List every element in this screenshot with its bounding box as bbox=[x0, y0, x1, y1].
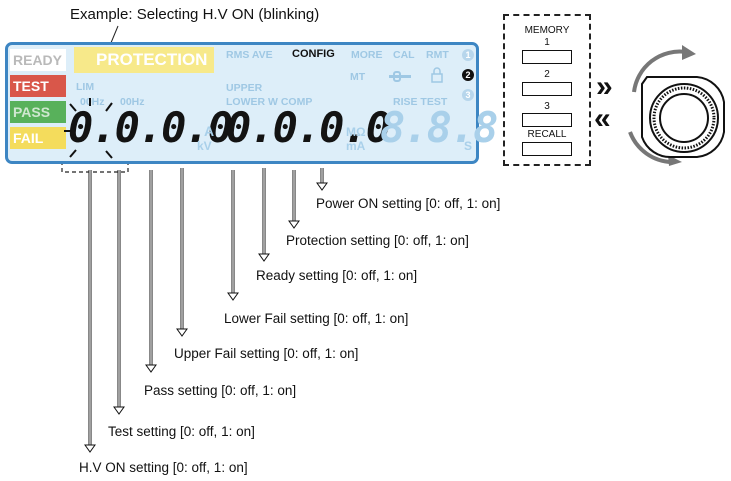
memory-2-button[interactable] bbox=[522, 82, 572, 96]
mid-digits: 0.0.0.0 bbox=[226, 103, 391, 152]
cal-label: CAL bbox=[393, 49, 415, 61]
fail-lamp: FAIL bbox=[10, 127, 66, 149]
hz-left-label: 00Hz bbox=[80, 96, 105, 108]
rotary-knob-icon[interactable] bbox=[612, 42, 728, 166]
mt-label: MT bbox=[350, 71, 366, 83]
memory-title: MEMORY bbox=[524, 25, 570, 36]
protection-setting-label: Protection setting [0: off, 1: on] bbox=[286, 233, 469, 248]
left-digits: 0.0.0.0 bbox=[68, 103, 233, 152]
unit-kv: kV bbox=[197, 139, 212, 153]
hz-right-label: 00Hz bbox=[120, 96, 145, 108]
lock-icon bbox=[431, 67, 443, 83]
lower-fail-setting-label: Lower Fail setting [0: off, 1: on] bbox=[224, 311, 409, 326]
key-icon bbox=[389, 71, 411, 82]
ready-lamp: READY bbox=[10, 49, 66, 71]
protection-indicator: PROTECTION bbox=[74, 47, 214, 73]
front-panel-display: READY TEST PASS FAIL PROTECTION RMS AVE … bbox=[5, 42, 498, 164]
unit-s: S bbox=[464, 139, 473, 153]
memory-panel: MEMORY 1 2 3 RECALL bbox=[503, 14, 591, 166]
power-on-setting-label: Power ON setting [0: off, 1: on] bbox=[316, 196, 501, 211]
ready-setting-label: Ready setting [0: off, 1: on] bbox=[256, 268, 418, 283]
lower-wcomp-label: LOWER W COMP bbox=[226, 96, 313, 108]
rmt-label: RMT bbox=[426, 49, 449, 61]
config-label: CONFIG bbox=[292, 48, 335, 60]
upper-label: UPPER bbox=[226, 82, 263, 94]
test-lamp: TEST bbox=[10, 75, 66, 97]
test-setting-label: Test setting [0: off, 1: on] bbox=[108, 424, 255, 439]
badge-1-icon: 1 bbox=[462, 49, 474, 61]
more-label: MORE bbox=[351, 49, 383, 61]
unit-a: A bbox=[204, 123, 215, 139]
badge-3-icon: 3 bbox=[462, 89, 474, 101]
pass-lamp: PASS bbox=[10, 101, 66, 123]
rms-ave-label: RMS AVE bbox=[226, 49, 273, 61]
right-arrow-icon: » bbox=[596, 70, 613, 103]
unit-ma: mA bbox=[346, 139, 366, 153]
recall-label: RECALL bbox=[527, 129, 567, 140]
recall-button[interactable] bbox=[522, 142, 572, 156]
rise-test-label: RISE TEST bbox=[393, 96, 448, 108]
left-arrow-icon: « bbox=[594, 102, 611, 135]
memory-1-button[interactable] bbox=[522, 50, 572, 64]
right-digits: 8.8.8 bbox=[380, 103, 498, 152]
memory-2-label: 2 bbox=[544, 69, 550, 80]
lim-label: LIM bbox=[76, 81, 95, 93]
example-caption: Example: Selecting H.V ON (blinking) bbox=[70, 6, 320, 23]
unit-mohm: MΩ bbox=[346, 125, 366, 139]
hv-on-setting-label: H.V ON setting [0: off, 1: on] bbox=[79, 460, 248, 475]
upper-fail-setting-label: Upper Fail setting [0: off, 1: on] bbox=[174, 346, 359, 361]
pass-setting-label: Pass setting [0: off, 1: on] bbox=[144, 383, 297, 398]
badge-2-icon: 2 bbox=[462, 69, 474, 81]
memory-1-label: 1 bbox=[544, 37, 550, 48]
memory-3-button[interactable] bbox=[522, 113, 572, 127]
memory-3-label: 3 bbox=[544, 101, 550, 112]
